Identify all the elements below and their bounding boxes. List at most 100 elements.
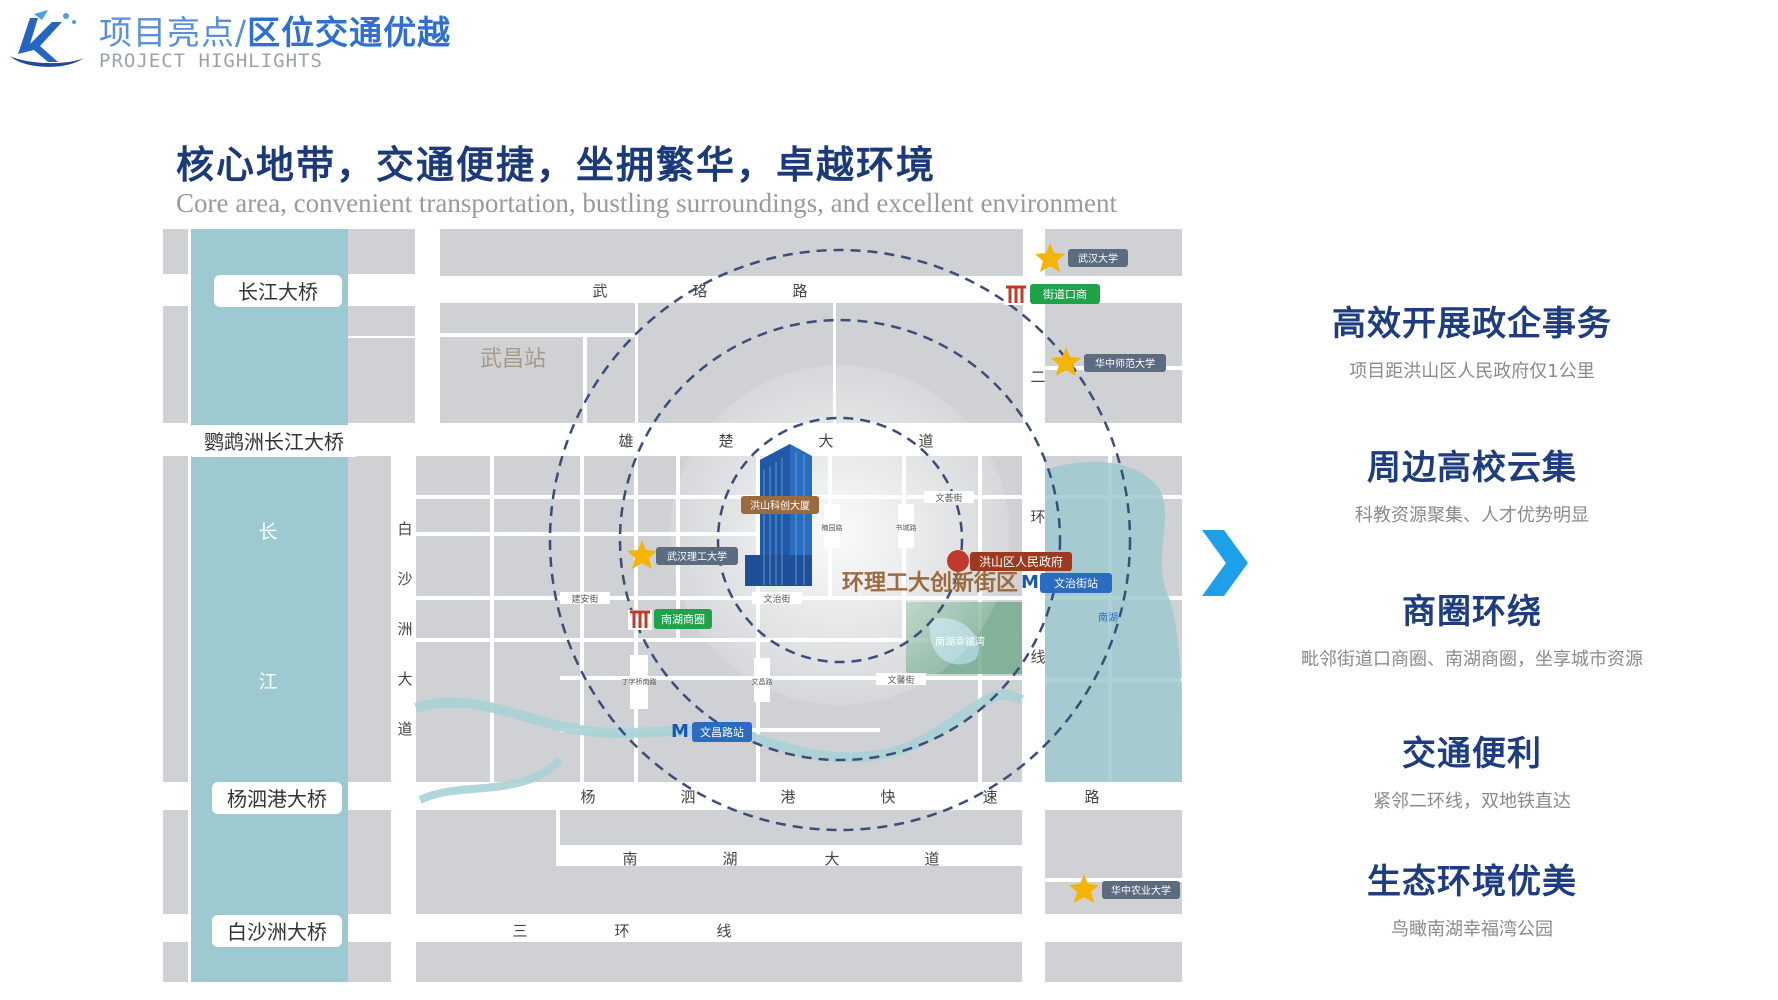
svg-text:港: 港	[780, 788, 795, 806]
wuchang-station-label: 武昌站	[480, 347, 546, 372]
poi-wenzhi-station: M 文治街站	[1021, 572, 1112, 593]
poi-hzau: 华中农业大学	[1069, 874, 1180, 903]
poi-whut: 武汉理工大学	[627, 540, 738, 569]
location-map: 长江大桥 鹦鹉洲长江大桥 杨泗港大桥 白沙洲大桥 长 江 武昌站 武 珞 路 雄…	[163, 229, 1183, 982]
svg-text:楠园路: 楠园路	[822, 523, 843, 532]
svg-text:书城路: 书城路	[896, 523, 917, 532]
svg-text:线: 线	[716, 922, 731, 940]
svg-text:文馨街: 文馨街	[887, 674, 914, 686]
feature-item: 高效开展政企事务 项目距洪山区人民政府仅1公里	[1262, 296, 1682, 383]
header-subtitle: PROJECT HIGHLIGHTS	[99, 50, 323, 72]
svg-text:武汉理工大学: 武汉理工大学	[667, 550, 727, 563]
svg-text:沙: 沙	[397, 570, 412, 588]
svg-text:珞: 珞	[692, 282, 707, 300]
canal-branch	[418, 757, 563, 804]
svg-text:街道口商: 街道口商	[1043, 287, 1087, 301]
yangtze-river	[191, 229, 348, 982]
svg-text:大: 大	[824, 850, 839, 868]
svg-text:洪山科创大厦: 洪山科创大厦	[750, 499, 810, 512]
svg-text:南: 南	[622, 850, 637, 868]
poi-wuhan-university: 武汉大学	[1035, 243, 1128, 272]
svg-text:杨泗港大桥: 杨泗港大桥	[227, 787, 327, 811]
svg-text:路: 路	[1084, 788, 1099, 806]
svg-text:杨: 杨	[580, 788, 595, 806]
svg-text:二: 二	[1030, 368, 1045, 386]
feature-desc: 鸟瞰南湖幸福湾公园	[1391, 919, 1553, 940]
poi-wenchang-station: M 文昌路站	[671, 721, 752, 742]
feature-title: 商圈环绕	[1402, 592, 1542, 632]
svg-text:文昌路: 文昌路	[752, 677, 773, 686]
svg-text:快: 快	[880, 788, 895, 806]
poi-nanhu-mall: 南湖商圈	[628, 609, 712, 630]
river-label: 长 江	[258, 521, 277, 693]
svg-text:文治街站: 文治街站	[1054, 576, 1098, 590]
svg-text:湖: 湖	[722, 850, 737, 868]
svg-text:楚: 楚	[718, 432, 733, 450]
svg-text:江: 江	[258, 671, 277, 693]
feature-desc: 项目距洪山区人民政府仅1公里	[1349, 361, 1595, 382]
svg-text:长: 长	[258, 521, 277, 543]
svg-text:环: 环	[1030, 508, 1045, 526]
poi-jiedaokou-mall: 街道口商	[1004, 284, 1100, 305]
feature-title: 周边高校云集	[1367, 448, 1577, 488]
svg-text:道: 道	[918, 432, 933, 450]
bridge-labels: 长江大桥 鹦鹉洲长江大桥 杨泗港大桥 白沙洲大桥	[188, 275, 360, 947]
svg-text:大: 大	[818, 432, 833, 450]
svg-text:武汉大学: 武汉大学	[1078, 252, 1118, 265]
svg-text:路: 路	[792, 282, 807, 300]
svg-text:白沙洲大桥: 白沙洲大桥	[227, 920, 327, 944]
svg-text:南湖商圈: 南湖商圈	[661, 612, 705, 626]
feature-title: 生态环境优美	[1367, 862, 1577, 902]
svg-text:建安街: 建安街	[571, 593, 598, 605]
feature-desc: 科教资源聚集、人才优势明显	[1355, 505, 1589, 526]
project-building	[745, 444, 812, 586]
svg-text:华中农业大学: 华中农业大学	[1111, 884, 1171, 897]
svg-text:文昌路站: 文昌路站	[700, 725, 744, 739]
svg-text:M: M	[1021, 572, 1039, 593]
svg-text:文荟街: 文荟街	[935, 492, 962, 504]
svg-text:雄: 雄	[618, 432, 633, 450]
poi-nanhu-park: 南湖幸福湾	[935, 635, 985, 648]
poi-nanhu-lake: 南湖	[1098, 611, 1118, 624]
bridge-label-changjiang: 长江大桥	[214, 275, 342, 307]
svg-text:武: 武	[592, 282, 607, 300]
svg-text:文治街: 文治街	[763, 593, 790, 605]
feature-title: 高效开展政企事务	[1332, 304, 1612, 344]
feature-title: 交通便利	[1402, 734, 1542, 774]
radius-rings	[548, 248, 1132, 832]
bridge-label-yangsigang: 杨泗港大桥	[212, 782, 342, 814]
poi-hongshan-government: 洪山区人民政府	[947, 550, 1072, 572]
svg-text:丁字桥南路: 丁字桥南路	[622, 677, 657, 686]
canal	[414, 689, 1025, 763]
feature-item: 交通便利 紧邻二环线，双地铁直达	[1262, 726, 1682, 813]
svg-text:泗: 泗	[680, 788, 695, 806]
svg-text:长江大桥: 长江大桥	[238, 280, 318, 304]
svg-text:三: 三	[512, 922, 527, 940]
headline-subtitle: Core area, convenient transportation, bu…	[176, 188, 1117, 218]
feature-item: 周边高校云集 科教资源聚集、人才优势明显	[1262, 440, 1682, 527]
svg-text:速: 速	[982, 788, 997, 806]
svg-text:道: 道	[924, 850, 939, 868]
feature-item: 商圈环绕 毗邻街道口商圈、南湖商圈，坐享城市资源	[1262, 584, 1682, 671]
svg-text:华中师范大学: 华中师范大学	[1095, 357, 1155, 370]
district-label: 环理工大创新街区	[842, 570, 1018, 596]
small-road-labels: 建安街 文治街 文荟街 文馨街 丁字桥南路 文昌路 书城路 楠园路	[560, 491, 974, 709]
svg-text:洲: 洲	[397, 620, 412, 638]
company-logo	[10, 10, 84, 67]
svg-text:M: M	[671, 721, 689, 742]
chevron-right-icon	[1202, 530, 1248, 596]
svg-text:鹦鹉洲长江大桥: 鹦鹉洲长江大桥	[204, 430, 344, 454]
feature-desc: 紧邻二环线，双地铁直达	[1373, 791, 1571, 812]
header-title-part-a: 项目亮点/	[99, 13, 248, 52]
header-title: 项目亮点/区位交通优越	[99, 6, 451, 54]
svg-text:道: 道	[397, 720, 412, 738]
poi-ccnu: 华中师范大学	[1051, 347, 1166, 376]
feature-item: 生态环境优美 鸟瞰南湖幸福湾公园	[1262, 854, 1682, 941]
road-labels: 武 珞 路 雄 楚 大 道 白 沙 洲 大 道 杨 泗 港 快 速 南 湖 大 …	[397, 282, 1099, 940]
feature-desc: 毗邻街道口商圈、南湖商圈，坐享城市资源	[1301, 649, 1643, 670]
building-tag: 洪山科创大厦	[741, 496, 819, 514]
svg-text:白: 白	[397, 520, 412, 538]
bridge-label-yingwuzhou: 鹦鹉洲长江大桥	[188, 425, 360, 457]
svg-text:大: 大	[397, 670, 412, 688]
headline-title: 核心地带，交通便捷，坐拥繁华，卓越环境	[176, 143, 937, 187]
